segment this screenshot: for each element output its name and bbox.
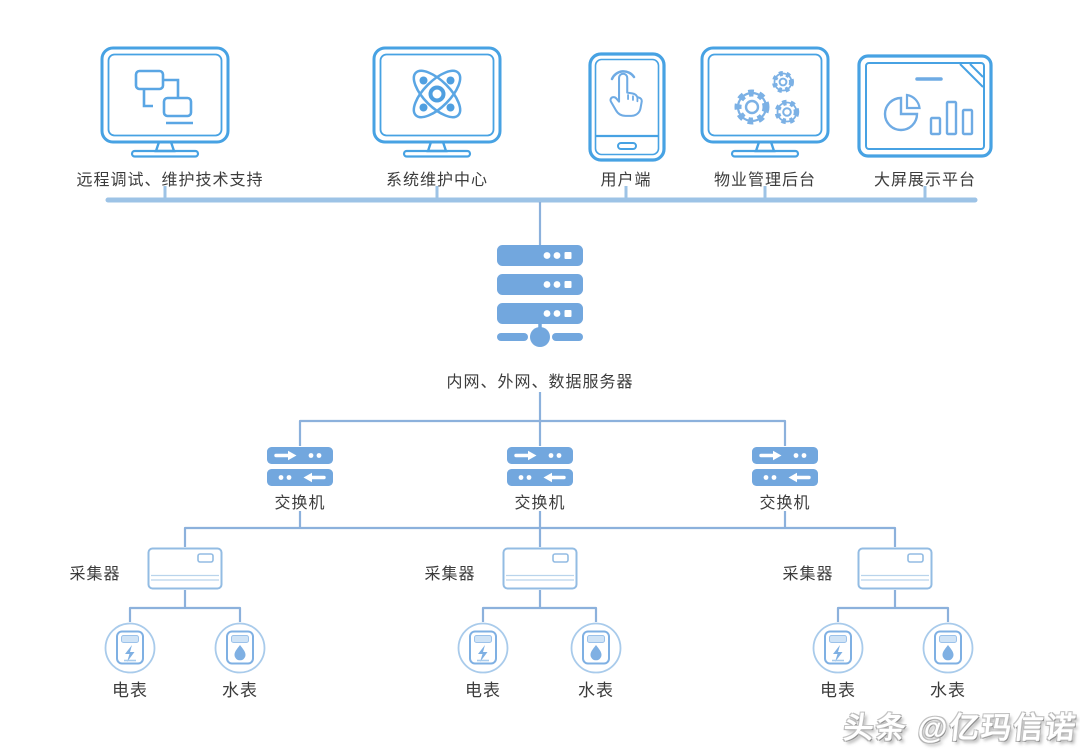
water-drop-icon	[234, 645, 246, 661]
switch-label-2: 交换机	[514, 495, 566, 512]
device-property-backend	[700, 46, 830, 165]
switch-icon	[752, 447, 818, 486]
collector-label-2: 采集器	[424, 566, 476, 583]
device-display-platform-label: 大屏展示平台	[873, 172, 977, 189]
switch-node-1	[267, 447, 333, 492]
dashboard-screen-icon	[857, 54, 993, 158]
electric-meter-icon	[810, 622, 866, 679]
collector-node-2	[502, 547, 578, 595]
water-meter-label: 水表	[578, 681, 614, 700]
flowchart-icon	[134, 69, 193, 125]
collector-node-3	[857, 547, 933, 595]
server-label: 内网、外网、数据服务器	[446, 374, 634, 391]
device-property-backend-label: 物业管理后台	[713, 172, 817, 189]
switch-icon	[267, 447, 333, 486]
device-display-platform	[857, 54, 993, 163]
touch-phone-icon	[588, 52, 666, 162]
device-user-client	[588, 52, 666, 167]
switch-node-3	[752, 447, 818, 492]
flowchart-monitor-icon	[100, 46, 230, 158]
lightning-icon	[125, 645, 135, 662]
collector-box-icon	[502, 547, 578, 590]
device-remote-support	[100, 46, 230, 165]
gears-monitor-icon	[700, 46, 830, 158]
atom-icon	[412, 69, 462, 119]
corner-fold-icon	[959, 63, 984, 88]
electric-meter-label: 电表	[465, 681, 501, 700]
water-meter-label: 水表	[930, 681, 966, 700]
switch-node-2	[507, 447, 573, 492]
server-node	[490, 245, 590, 354]
electric-meter-icon	[102, 622, 158, 679]
collector-label-1: 采集器	[69, 566, 121, 583]
collector-label-3: 采集器	[782, 566, 834, 583]
switch-label-1: 交换机	[274, 495, 326, 512]
device-remote-support-label: 远程调试、维护技术支持	[76, 172, 264, 189]
electric-meter-icon	[455, 622, 511, 679]
water-meter-icon	[920, 622, 976, 679]
switch-icon	[507, 447, 573, 486]
server-stack-icon	[497, 245, 583, 347]
device-user-client-label: 用户端	[600, 172, 652, 189]
water-drop-icon	[590, 645, 602, 661]
touch-hand-icon	[609, 70, 643, 117]
collector-node-1	[147, 547, 223, 595]
water-meter-label: 水表	[222, 681, 258, 700]
atom-monitor-icon	[372, 46, 502, 158]
gears-icon	[734, 71, 800, 125]
water-drop-icon	[942, 645, 954, 661]
collector-box-icon	[857, 547, 933, 590]
collector-box-icon	[147, 547, 223, 590]
switch-label-3: 交换机	[759, 495, 811, 512]
electric-meter-label: 电表	[820, 681, 856, 700]
water-meter-icon	[212, 622, 268, 679]
water-meter-icon	[568, 622, 624, 679]
watermark: 头条 @亿玛信诺	[842, 712, 1080, 745]
electric-meter-label: 电表	[112, 681, 148, 700]
lightning-icon	[833, 645, 843, 662]
device-maintenance-center-label: 系统维护中心	[385, 172, 489, 189]
device-maintenance-center	[372, 46, 502, 165]
lightning-icon	[478, 645, 488, 662]
pie-bar-chart-icon	[883, 77, 974, 136]
